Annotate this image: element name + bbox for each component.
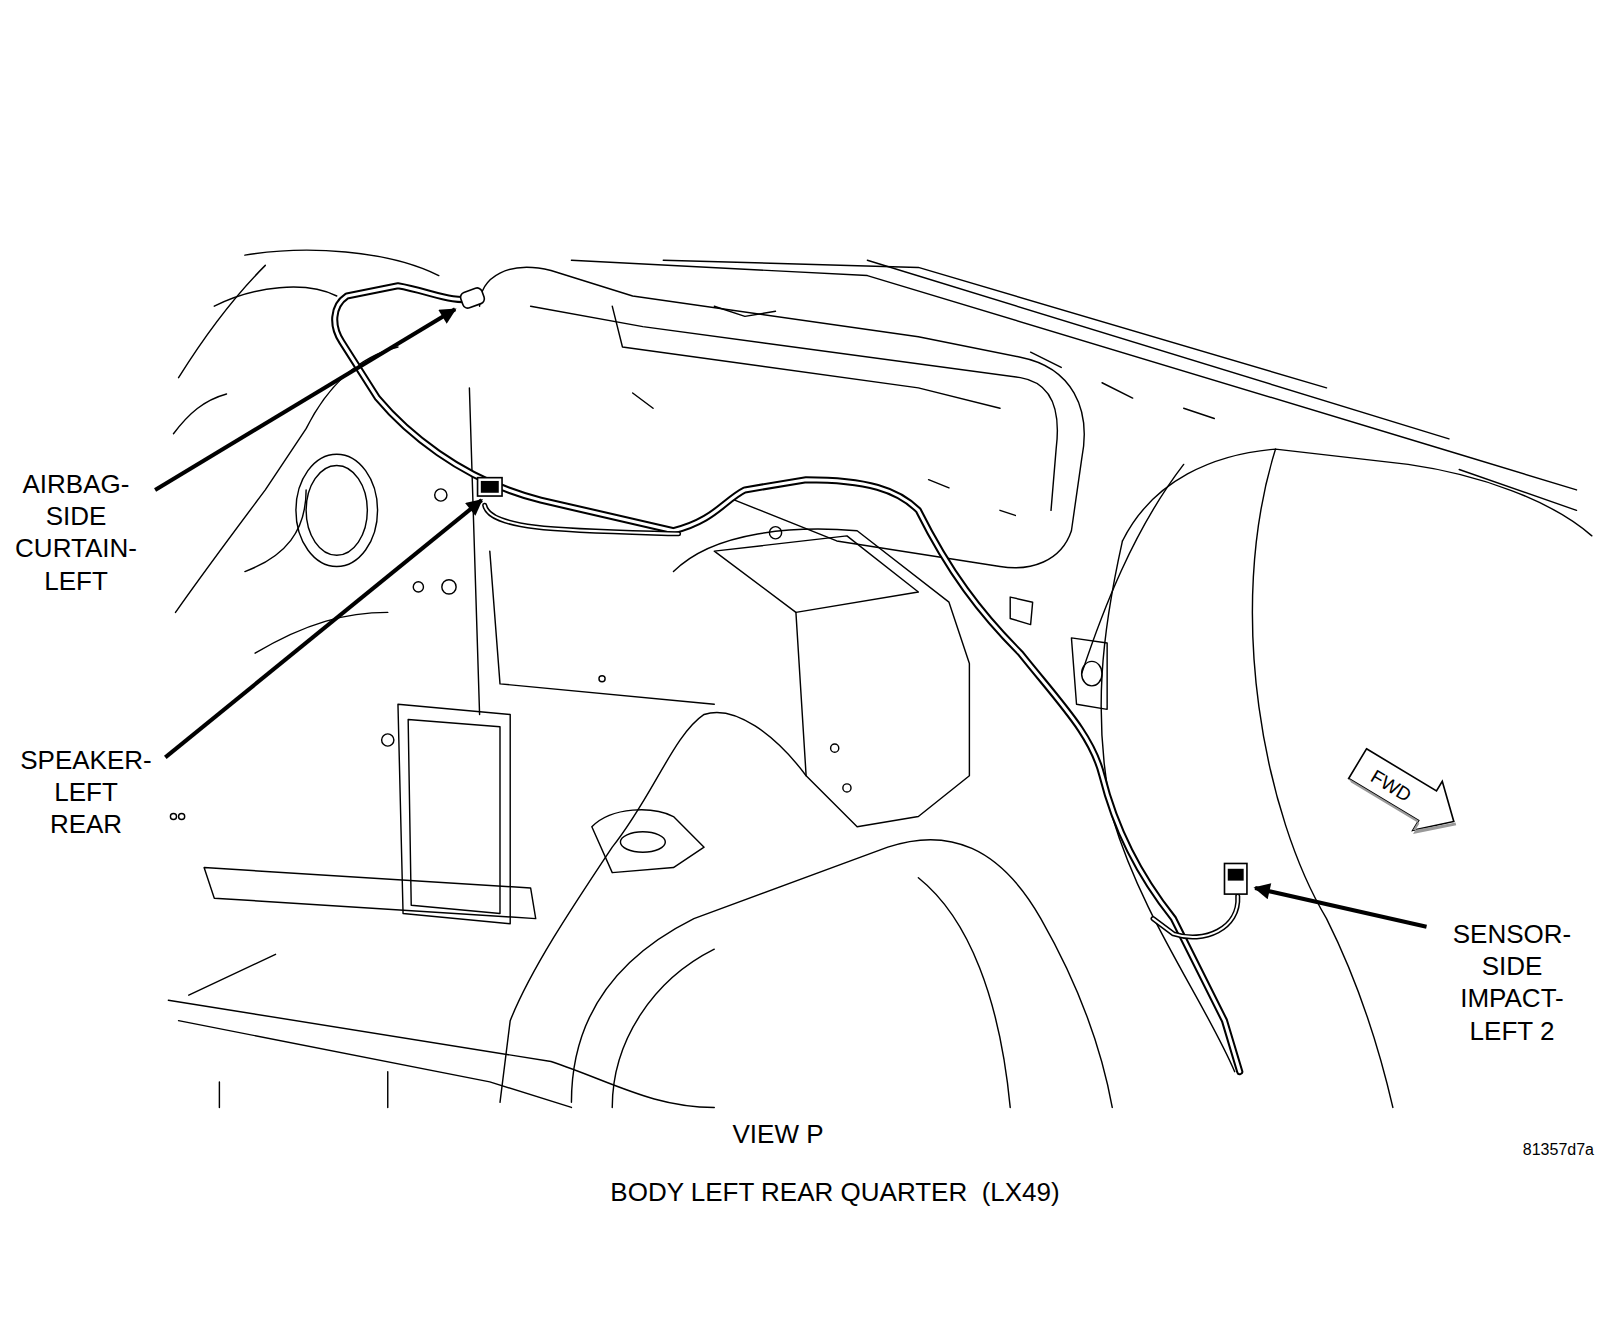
part-label: SPEAKER- LEFT REAR	[20, 744, 152, 841]
body-outline	[168, 250, 1591, 1107]
connectors	[459, 287, 1247, 895]
forward-arrow	[1341, 739, 1472, 851]
view-label: VIEW P	[732, 1118, 823, 1150]
caption: BODY LEFT REAR QUARTER (LX49)	[610, 1176, 1059, 1208]
part-label: SENSOR- SIDE IMPACT- LEFT 2	[1453, 918, 1571, 1047]
leader-arrows	[155, 309, 1426, 926]
figure-number: 81357d7a	[1523, 1140, 1594, 1160]
part-label: AIRBAG- SIDE CURTAIN- LEFT	[15, 468, 137, 597]
wire-harness	[335, 286, 1240, 1072]
direction-label: FWD	[1366, 765, 1415, 807]
